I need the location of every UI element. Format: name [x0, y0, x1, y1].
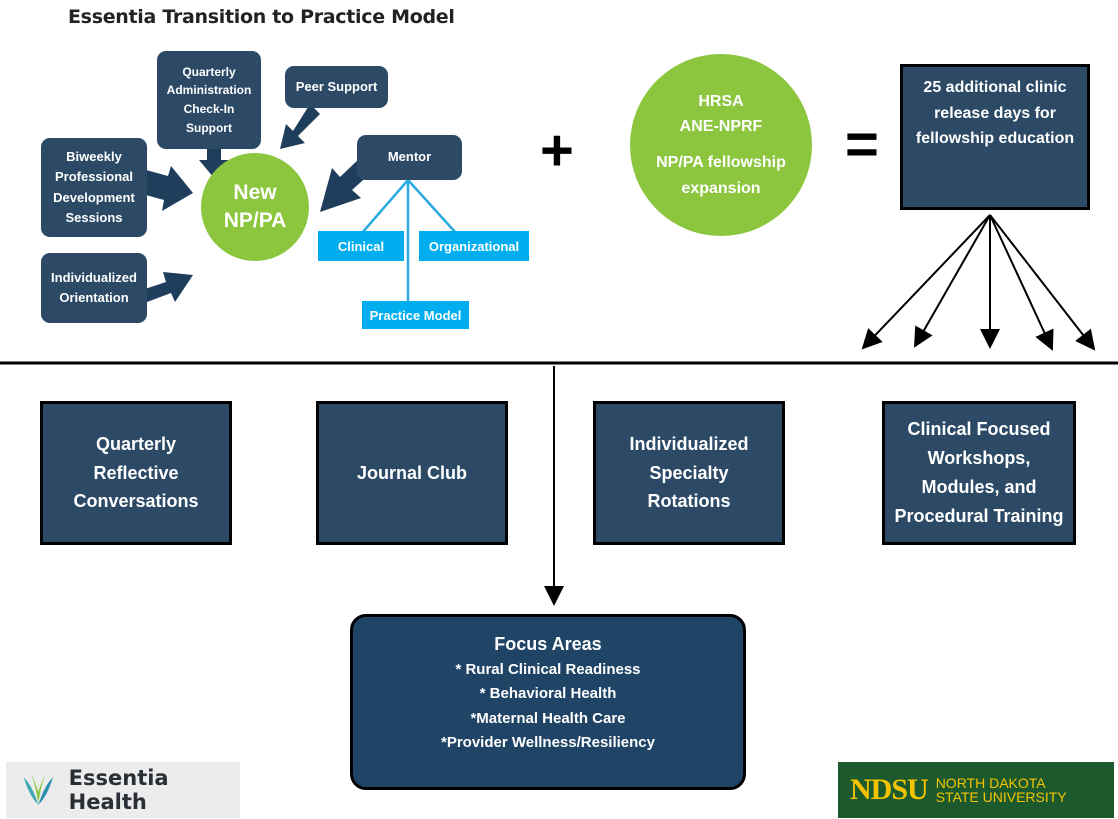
focus-item: * Rural Clinical Readiness [455, 661, 641, 678]
focus-item: *Maternal Health Care [470, 709, 626, 727]
focus-item: *Provider Wellness/Resiliency [441, 733, 655, 751]
focus-item: * Behavioral Health [479, 685, 617, 703]
component-text: Quarterly Reflective Conversations [73, 433, 199, 512]
ndsu-logo: NDSU NORTH DAKOTA STATE UNIVERSITY [838, 762, 1114, 818]
mentor-branch-lines [361, 179, 457, 304]
hrsa-circle: HRSA ANE-NPRF NP/PA fellowship expansion [630, 54, 812, 236]
ndsu-mark: NDSU [850, 773, 929, 806]
component-text: Journal Club [356, 462, 467, 483]
hrsa-line1: HRSA [698, 92, 744, 110]
quarterly-reflective-box: Quarterly Reflective Conversations [40, 401, 232, 545]
hrsa-line4: expansion [681, 179, 761, 197]
component-text: Clinical Focused Workshops, Modules, and… [894, 419, 1064, 526]
essentia-logo-text: Essentia Health [68, 766, 169, 814]
page-title: Essentia Transition to Practice Model [68, 6, 455, 28]
essentia-health-logo: Essentia Health [6, 762, 240, 818]
journal-club-box: Journal Club [316, 401, 508, 545]
arrow-from-biweekly [142, 166, 193, 211]
arrow-from-orientation [142, 272, 193, 302]
focus-list: * Rural Clinical Readiness * Behavioral … [353, 658, 743, 755]
clinical-workshops-box: Clinical Focused Workshops, Modules, and… [882, 401, 1076, 545]
ndsu-line2: STATE UNIVERSITY [935, 789, 1067, 805]
new-np-pa-circle: New NP/PA [201, 153, 309, 261]
center-line1: New [233, 180, 277, 204]
practice-model-box: Practice Model [362, 301, 469, 329]
organizational-box: Organizational [419, 231, 529, 261]
arrow-from-peer [280, 104, 320, 149]
biweekly-sessions-box: Biweekly Professional Development Sessio… [41, 138, 147, 237]
fanout-arrows [861, 214, 1096, 351]
ndsu-name: NORTH DAKOTA STATE UNIVERSITY [936, 776, 1067, 804]
hrsa-line3: NP/PA fellowship [656, 154, 786, 171]
ndsu-line1: NORTH DAKOTA [935, 775, 1046, 791]
mentor-box: Mentor [357, 135, 462, 180]
focus-heading: Focus Areas [494, 634, 602, 654]
arrow-from-quarterly [199, 148, 229, 178]
center-line2: NP/PA [223, 209, 287, 232]
release-days-box: 25 additional clinic release days for fe… [900, 64, 1090, 210]
plus-sign: + [540, 118, 574, 183]
peer-support-box: Peer Support [285, 66, 388, 108]
equals-sign: = [845, 112, 879, 177]
release-days-text: 25 additional clinic release days for fe… [915, 79, 1075, 148]
individualized-orientation-box: Individualized Orientation [41, 253, 147, 323]
focus-areas-box: Focus Areas * Rural Clinical Readiness *… [350, 614, 746, 790]
component-text: Individualized Specialty Rotations [629, 433, 749, 512]
clinical-box: Clinical [318, 231, 404, 261]
specialty-rotations-box: Individualized Specialty Rotations [593, 401, 785, 545]
hrsa-line2: ANE-NPRF [679, 118, 763, 136]
quarterly-admin-support-box: Quarterly Administration Check-In Suppor… [157, 51, 261, 149]
essentia-leaf-icon [23, 773, 54, 805]
